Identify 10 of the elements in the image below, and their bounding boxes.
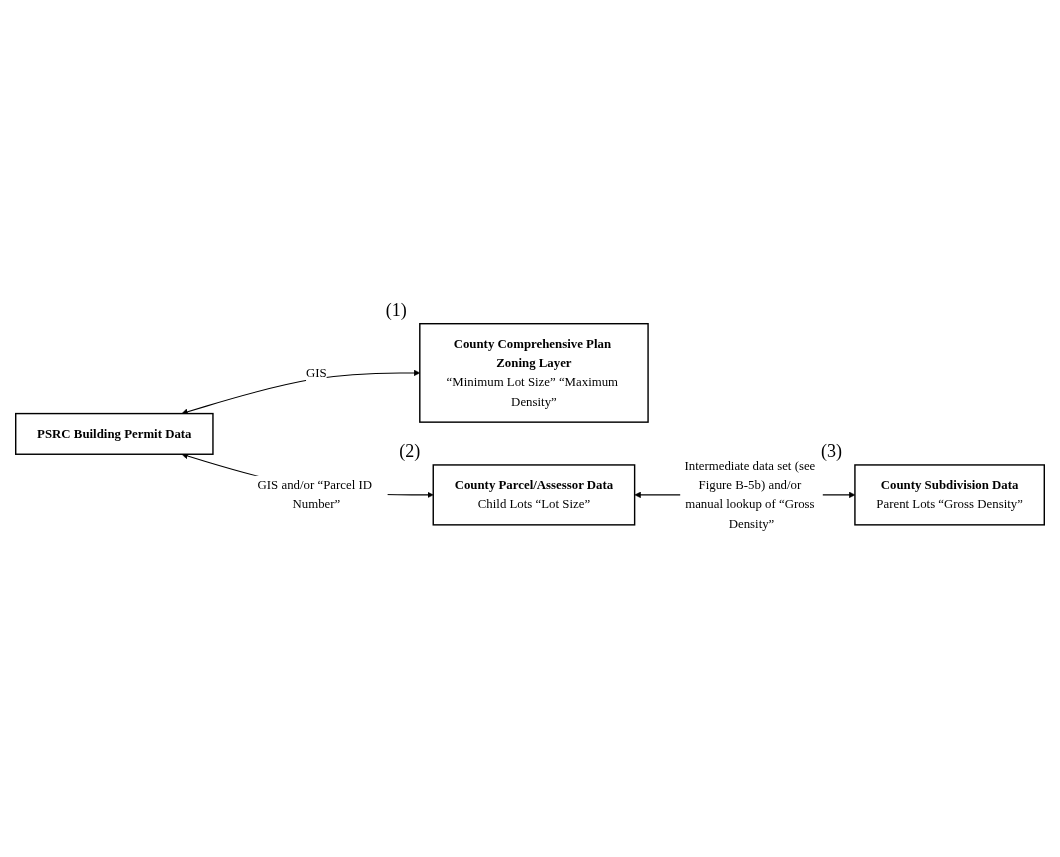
node-box <box>419 322 649 423</box>
callout-number: (3) <box>820 440 842 462</box>
callout-number: (1) <box>385 299 407 321</box>
callout-number: (2) <box>399 440 421 462</box>
edge-label: GIS and/or “Parcel ID Number” <box>257 477 372 512</box>
node-box <box>15 412 214 455</box>
node-box <box>854 464 1045 526</box>
node-box <box>432 464 636 526</box>
edge-label: GIS <box>306 365 327 380</box>
edge-label: Intermediate data set (see Figure B-5b) and/or manual lookup of “Gross Density” <box>684 458 816 531</box>
